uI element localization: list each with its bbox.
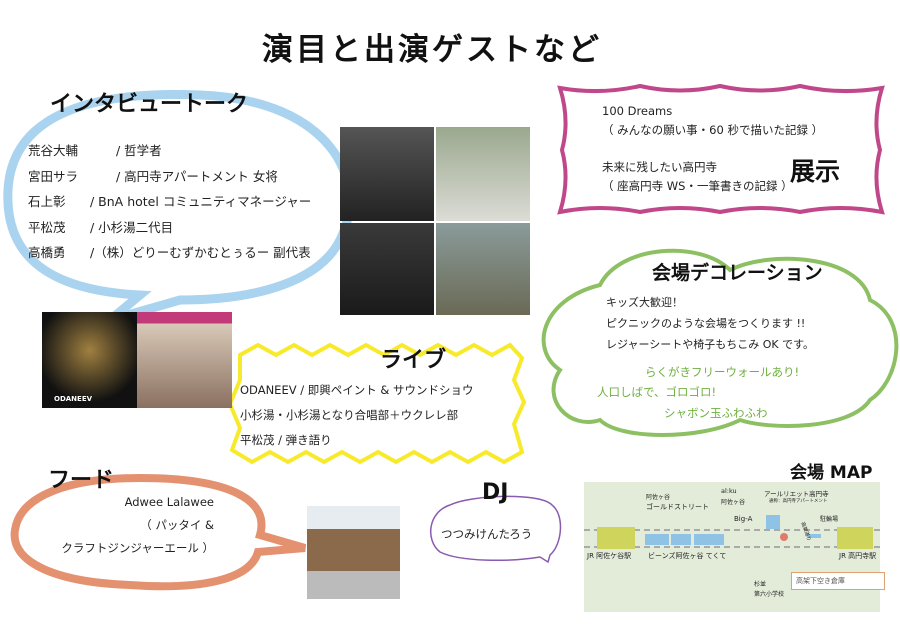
guest-name: 平松茂: [28, 219, 66, 235]
exhibit-heading: 展示: [790, 157, 841, 186]
live-line: 平松茂 / 弾き語り: [240, 433, 332, 447]
exhibit-line: （ みんなの願い事・60 秒で描いた記録 ）: [602, 123, 824, 137]
guest-row: 石上彰 / BnA hotel コミュニティマネージャー: [28, 189, 311, 215]
guest-role: / 高円寺アパートメント 女将: [116, 168, 278, 184]
odaneev-photo: ODANEEV: [42, 312, 137, 408]
map-label: JR 阿佐ケ谷駅: [587, 552, 632, 560]
guest-row: 平松茂 / 小杉湯二代目: [28, 215, 311, 241]
food-text: Adwee Lalawee （ パッタイ & クラフトジンジャーエール ）: [61, 491, 214, 560]
guest-role: / BnA hotel コミュニティマネージャー: [90, 194, 312, 209]
guest-list: 荒谷大輔 / 哲学者 宮田サラ / 高円寺アパートメント 女将 石上彰 / BnA h…: [28, 138, 311, 266]
decoration-line: レジャーシートや椅子もちこみ OK です。: [606, 338, 814, 351]
guest-name: 高橋勇: [28, 245, 66, 260]
dj-name: つつみけんたろう: [441, 527, 533, 541]
guest-photo: [340, 223, 434, 315]
guest-role: / 哲学者: [116, 143, 162, 158]
live-frame: [227, 342, 527, 465]
live-line: ODANEEV / 即興ペイント & サウンドショウ: [240, 383, 474, 397]
guest-name: 荒谷大輔: [28, 143, 79, 158]
map-label: 杉並: [754, 581, 767, 588]
guest-role: / 小杉湯二代目: [90, 219, 174, 235]
decoration-line: ピクニックのような会場をつくります !!: [606, 317, 806, 330]
guest-role: /（株）どりーむずかむとぅるー 副代表: [90, 245, 311, 260]
map-label: アールリエット高円寺: [764, 490, 829, 498]
guest-photo: [436, 223, 530, 315]
decoration-heading: 会場デコレーション: [652, 262, 823, 284]
guest-name: 石上彰: [28, 194, 66, 209]
decoration-note: シャボン玉ふわふわ: [664, 406, 768, 420]
map-label: Big-A: [734, 515, 753, 523]
decoration-note: らくがきフリーウォールあり!: [645, 365, 800, 379]
venue-label: 高架下空き倉庫: [791, 572, 885, 590]
decoration-text: キッズ大歓迎！ ピクニックのような会場をつくります !! レジャーシートや椅子も…: [606, 292, 814, 355]
rail-line: [584, 529, 880, 531]
page-title: 演目と出演ゲストなど: [262, 32, 602, 68]
map-label: al:ku: [721, 487, 737, 495]
parking-block: [807, 534, 821, 538]
decoration-note: 人口しばで、ゴロゴロ!: [597, 385, 717, 399]
map-label: ビーンズ阿佐ヶ谷 てくて: [648, 552, 727, 560]
interview-heading: インタビュートーク: [50, 92, 249, 117]
decoration-line: キッズ大歓迎！: [606, 296, 683, 309]
live-text: ODANEEV / 即興ペイント & サウンドショウ 小杉湯・小杉湯となり合唱部…: [240, 378, 474, 453]
live-line: 小杉湯・小杉湯となり合唱部＋ウクレレ部: [240, 408, 459, 422]
odaneev-logo: ODANEEV: [54, 395, 93, 403]
food-heading: フード: [48, 468, 115, 493]
venue-map: JR 阿佐ケ谷駅 JR 高円寺駅 阿佐ヶ谷 ゴールドストリート al:ku 阿佐…: [584, 482, 885, 612]
map-label: JR 高円寺駅: [839, 552, 877, 560]
map-label: 第六小学校: [754, 591, 785, 598]
exhibit-frame: [557, 83, 885, 215]
guest-row: 荒谷大輔 / 哲学者: [28, 138, 311, 164]
food-line: クラフトジンジャーエール ）: [61, 541, 214, 555]
guest-row: 高橋勇 /（株）どりーむずかむとぅるー 副代表: [28, 240, 311, 266]
choir-photo: [137, 312, 232, 408]
live-heading: ライブ: [380, 348, 447, 373]
food-line: （ パッタイ &: [140, 518, 214, 532]
venue-pin-icon: [780, 533, 788, 541]
exhibit-text: 100 Dreams （ みんなの願い事・60 秒で描いた記録 ） 未来に残した…: [602, 102, 823, 196]
map-label: 通称：高円寺アパートメント: [769, 499, 828, 504]
decoration-bubble: [541, 248, 899, 437]
map-label: 駐輪場: [820, 516, 839, 523]
food-line: Adwee Lalawee: [124, 495, 214, 509]
guest-photo: [340, 127, 434, 221]
map-label: 阿佐ヶ谷: [646, 494, 671, 501]
shop-block: [671, 534, 691, 545]
rail-line: [584, 546, 880, 548]
dj-heading: DJ: [482, 480, 509, 505]
exhibit-line: （ 座高円寺 WS・一筆書きの記録 ）: [602, 179, 793, 193]
guest-photo: [436, 127, 530, 221]
retreat-block: [766, 515, 780, 529]
shop-block: [645, 534, 669, 545]
map-label: 高架道り: [799, 521, 812, 543]
map-label: 阿佐ヶ谷: [721, 499, 746, 506]
asagaya-station: [597, 527, 635, 549]
guest-row: 宮田サラ / 高円寺アパートメント 女将: [28, 164, 311, 190]
food-truck-photo: [307, 506, 400, 599]
shop-block: [694, 534, 724, 545]
dj-bubble: [430, 495, 562, 564]
exhibit-line: 100 Dreams: [602, 104, 673, 118]
map-label: ゴールドストリート: [646, 503, 709, 511]
koenji-station: [837, 527, 873, 549]
map-heading: 会場 MAP: [790, 463, 873, 483]
exhibit-line: 未来に残したい高円寺: [602, 160, 717, 174]
food-bubble: [10, 473, 307, 591]
guest-name: 宮田サラ: [28, 168, 79, 184]
